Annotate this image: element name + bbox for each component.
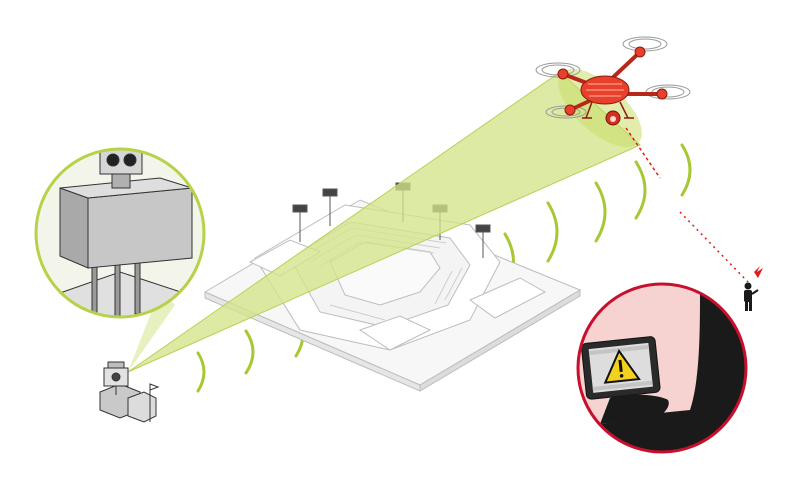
radio-wave-arc [680, 143, 692, 197]
drone-landing-gear [582, 101, 634, 119]
radio-wave-arc [634, 160, 647, 220]
drone-body-stripes [586, 83, 624, 97]
drone-operator-icon [744, 282, 759, 311]
inset-housing-side [59, 187, 89, 269]
tracking-camera-inset [34, 134, 206, 319]
tracking-camera-icon [34, 147, 206, 319]
stadium-annex-right [468, 277, 547, 319]
radio-wave-arc [546, 201, 559, 263]
station-flag [149, 383, 160, 391]
station-cabinet [127, 391, 157, 423]
camera-station-icon [99, 361, 160, 423]
inset-housing-front [87, 187, 193, 269]
tablet-warning-icon [581, 336, 661, 400]
operator-silhouette [580, 290, 746, 452]
tablet-inset-ring [576, 282, 748, 454]
station-camera-top [107, 361, 125, 369]
radio-wave-arc [244, 329, 255, 375]
stadium-annex-front [358, 315, 432, 351]
inset-camera-mount [111, 173, 131, 189]
tablet-warning-inset [576, 282, 748, 454]
drone-motors [557, 46, 668, 116]
operator-hand [600, 394, 669, 424]
beam-end-ellipse [558, 68, 642, 148]
drone-camera-lens [610, 116, 616, 122]
operator-signal-bolt [754, 266, 763, 278]
inset-camera-lens-left [106, 153, 120, 167]
inset-projection-beam [128, 290, 175, 372]
radio-wave-arc [196, 351, 206, 393]
stadium-ground-slab-edge-right [419, 289, 581, 392]
drone-signal-trace [625, 127, 749, 283]
inset-camera-hood [100, 134, 142, 143]
station-camera-lens [111, 372, 121, 382]
quadcopter-drone-icon [535, 36, 691, 126]
inset-camera-lens-right [123, 153, 137, 167]
radio-wave-arc [594, 181, 607, 243]
